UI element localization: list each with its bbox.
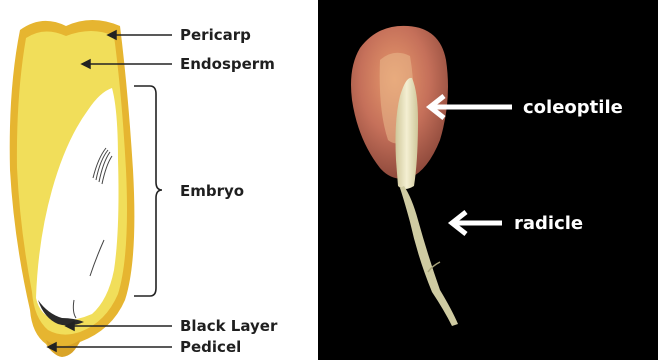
pericarp-label: Pericarp: [180, 26, 251, 44]
radicle-label: radicle: [514, 213, 583, 234]
black-layer-label: Black Layer: [180, 317, 278, 335]
endosperm-label: Endosperm: [180, 55, 275, 73]
embryo-bracket: [134, 86, 162, 296]
pedicel-label: Pedicel: [180, 338, 241, 356]
germinating-seed-photo: coleoptile radicle: [318, 0, 658, 360]
embryo-label: Embryo: [180, 182, 244, 200]
kernel-cross-section: Pericarp Endosperm Embryo Black Layer Pe…: [10, 20, 278, 357]
coleoptile-label: coleoptile: [523, 97, 623, 118]
